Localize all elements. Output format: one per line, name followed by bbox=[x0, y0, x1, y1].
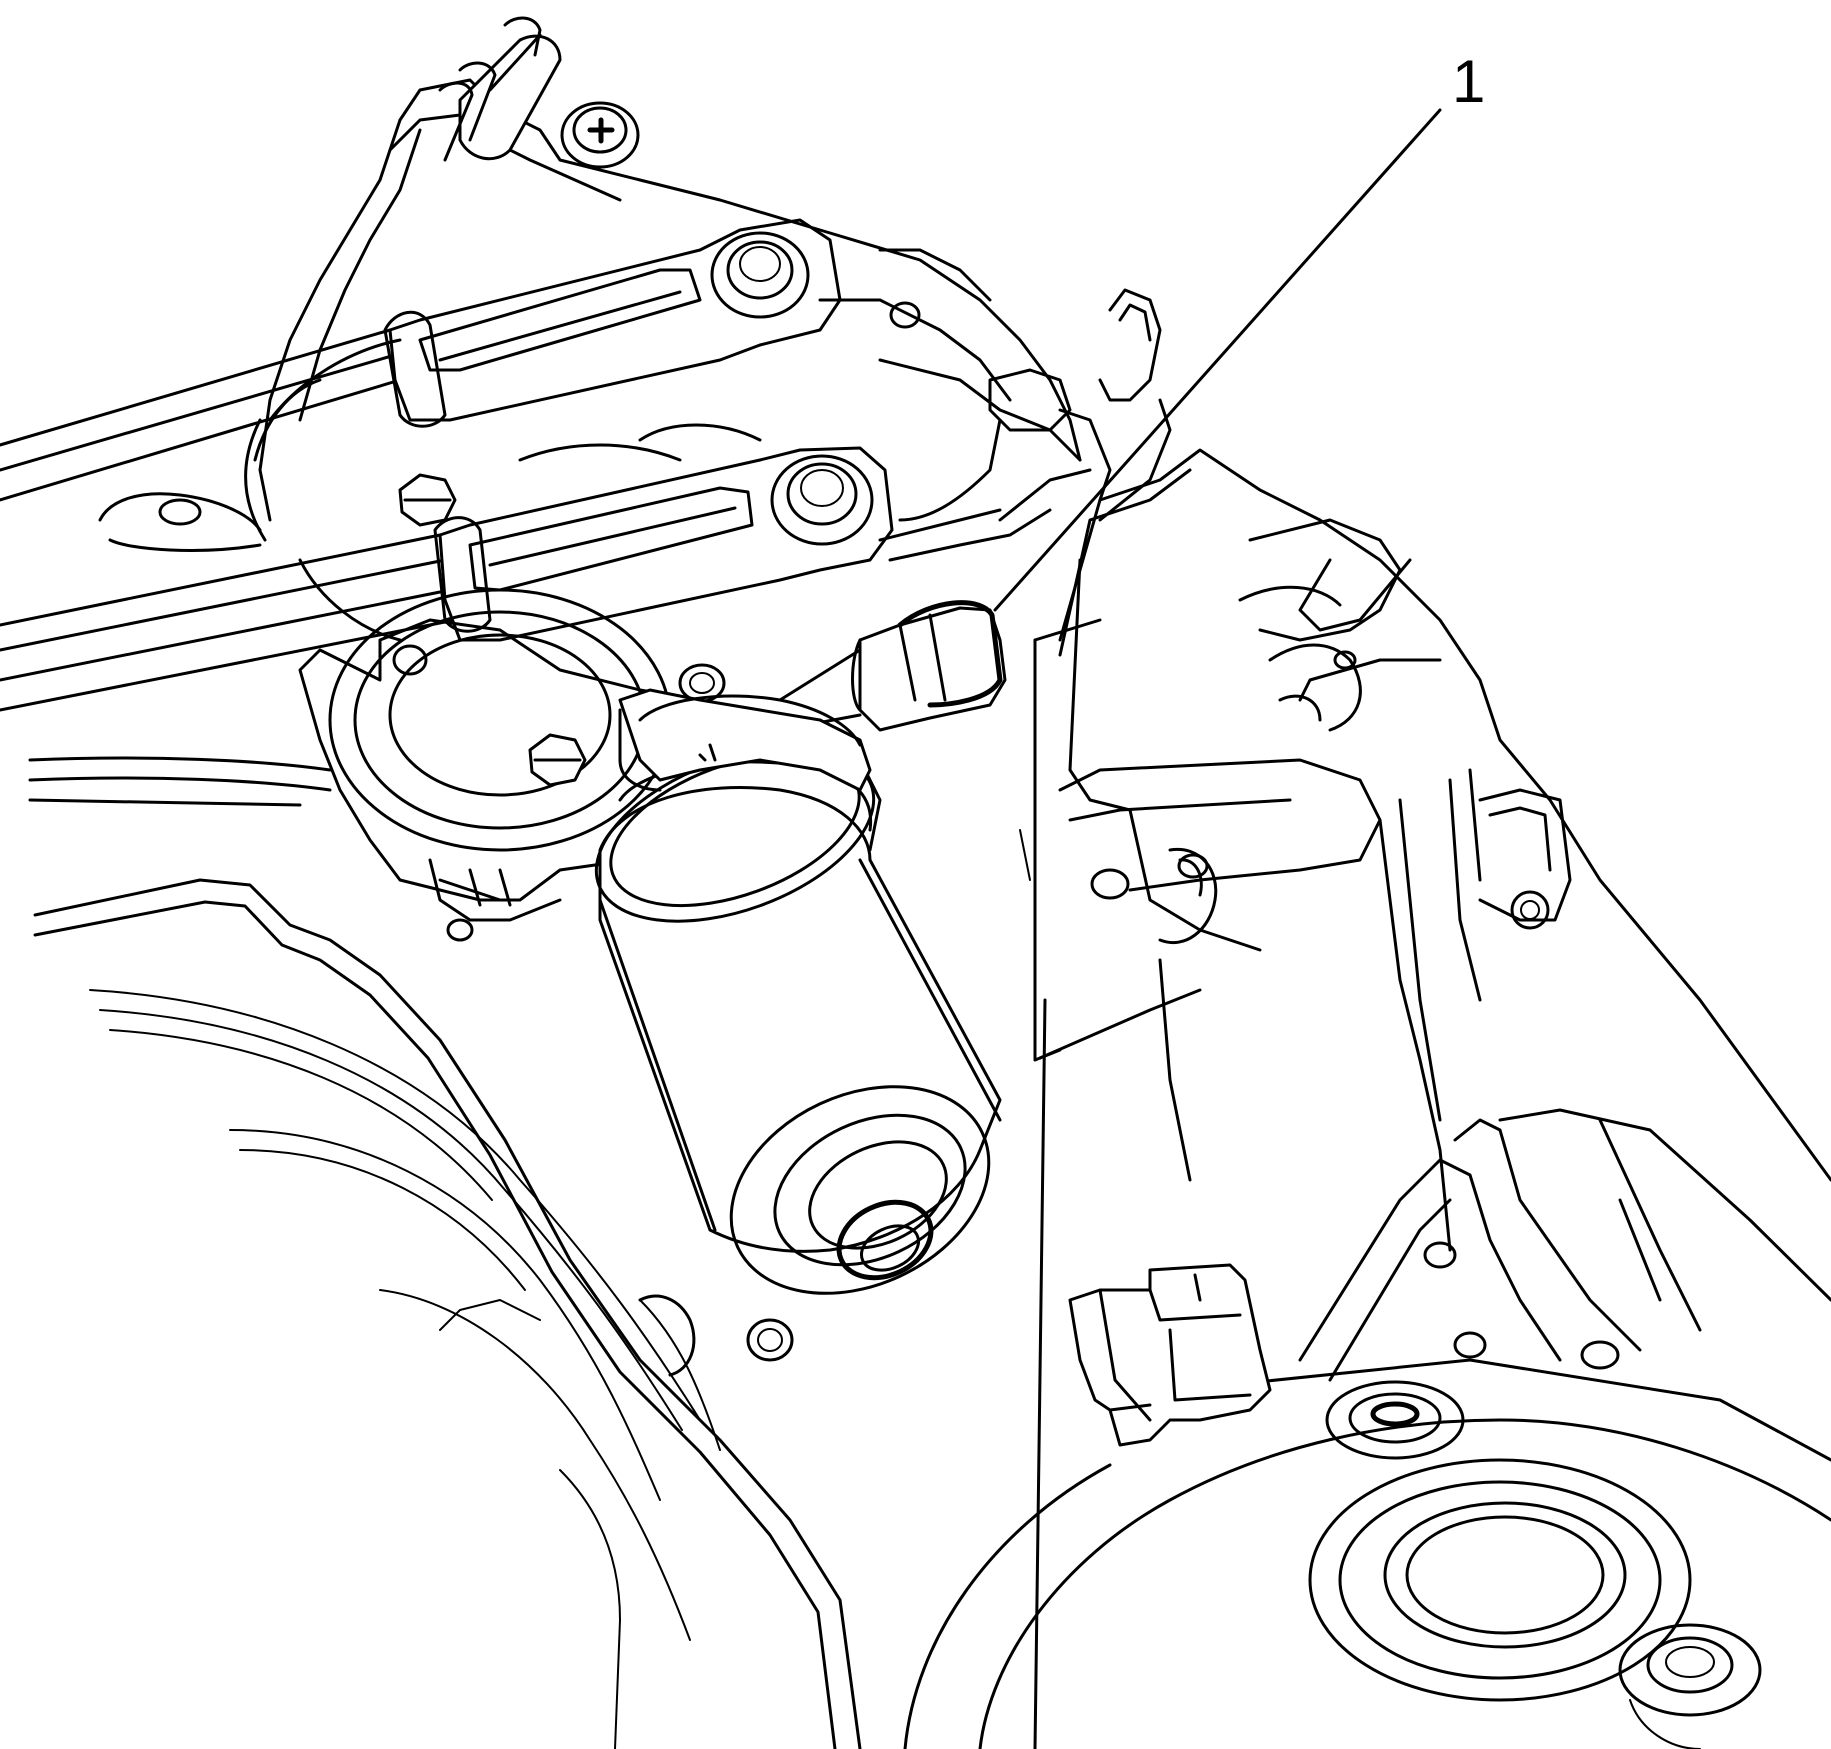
wiper-frame bbox=[258, 16, 1112, 562]
fender-panel bbox=[33, 878, 862, 1749]
electrical-connector bbox=[1068, 1263, 1272, 1447]
motor-cylinder bbox=[594, 688, 1002, 1295]
cowl-brackets bbox=[1058, 288, 1831, 1382]
strut-tower bbox=[903, 1358, 1831, 1749]
wiper-linkage bbox=[0, 218, 894, 712]
hex-bolt bbox=[528, 733, 587, 787]
hex-bolt bbox=[398, 473, 457, 527]
motor-connector bbox=[778, 600, 1007, 732]
center-bracket bbox=[1019, 618, 1202, 1749]
callout-leader bbox=[993, 108, 1442, 612]
callout-label-1: 1 bbox=[1452, 48, 1486, 115]
